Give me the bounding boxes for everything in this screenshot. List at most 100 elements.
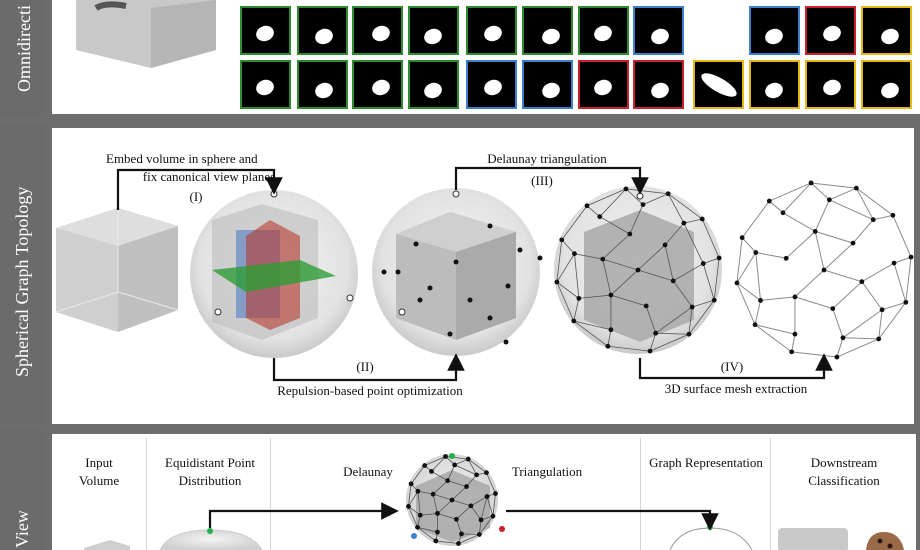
mesh-vertex (792, 294, 798, 300)
mesh-edge (437, 499, 453, 514)
mesh-vertex (449, 497, 455, 503)
mesh-edge (556, 281, 575, 322)
mesh-vertex (453, 259, 459, 265)
mesh-edge (408, 506, 421, 516)
projection-blob (648, 26, 672, 47)
mesh-edge (791, 334, 796, 352)
projection-blob (878, 80, 902, 101)
step-three-label: (III) (531, 173, 553, 188)
bottom-row-title: View (12, 510, 32, 548)
mesh-edge (769, 182, 812, 202)
mesh-edge (408, 491, 419, 507)
mesh-edge (811, 182, 857, 189)
mesh-edge (461, 533, 480, 535)
mesh-vertex (417, 512, 423, 518)
mesh-edge (667, 193, 685, 224)
mesh-edge (602, 259, 612, 296)
top-cube-illustration (76, 0, 216, 68)
mesh-edge (836, 338, 879, 358)
mesh-vertex (435, 511, 440, 516)
mesh-vertex (408, 481, 414, 487)
bottom-row-sidebar: View (0, 430, 46, 550)
mesh-edge (829, 199, 874, 221)
mesh-vertex (665, 191, 671, 197)
mesh-vertex (517, 247, 523, 253)
mesh-vertex (554, 279, 560, 285)
delaunay-heading: Delaunay (343, 464, 393, 479)
mesh-vertex (559, 237, 565, 243)
mesh-edge (782, 212, 816, 232)
mesh-edge (586, 205, 601, 217)
mesh-edge (842, 337, 879, 340)
mesh-vertex (484, 494, 490, 499)
mesh-vertex (840, 335, 846, 341)
mesh-edge (417, 526, 438, 533)
mesh-edge (855, 187, 874, 220)
mesh-edge (410, 465, 425, 485)
mesh-edge (736, 252, 757, 284)
mesh-vertex (780, 210, 786, 216)
mesh-edge (637, 244, 666, 271)
projection-thumbnail (693, 60, 744, 109)
mesh-vertex (879, 307, 885, 313)
mesh-vertex (429, 468, 434, 474)
mesh-vertex (476, 532, 482, 537)
mesh-edge (645, 305, 657, 334)
middle-row-panel: Embed volume in sphere and fix canonical… (52, 128, 914, 424)
spherical-topology-pipeline (55, 166, 914, 382)
mesh-vertex (447, 331, 453, 337)
mesh-vertex (812, 228, 818, 234)
mesh-vertex (766, 198, 772, 204)
mesh-edge (432, 493, 453, 501)
projection-blob (591, 23, 615, 44)
mesh-vertex (643, 303, 649, 309)
projection-blob (481, 77, 505, 98)
projection-thumbnail (408, 60, 459, 109)
mesh-vertex (734, 280, 740, 286)
mesh-edge (478, 519, 482, 535)
mesh-vertex (758, 298, 763, 303)
mesh-edge (420, 513, 438, 516)
mesh-edge (456, 505, 472, 520)
mesh-edge (486, 472, 496, 494)
mesh-edge (760, 296, 796, 301)
mesh-edge (893, 262, 907, 303)
projection-thumbnail (633, 6, 684, 55)
projection-blob (369, 23, 393, 44)
mesh-vertex (576, 295, 582, 301)
mesh-edge (467, 458, 477, 476)
mesh-vertex (662, 242, 668, 248)
mesh-edge (873, 214, 894, 221)
projection-blob (648, 80, 672, 101)
mesh-edge (755, 252, 762, 301)
mesh-vertex (487, 223, 493, 229)
mesh-vertex (422, 463, 428, 468)
projection-blob (762, 26, 786, 47)
mesh-vertex (478, 517, 484, 523)
mesh-vertex (753, 250, 759, 255)
projection-thumbnail (861, 60, 912, 109)
mesh-vertex (647, 348, 653, 354)
projection-thumbnail (805, 60, 856, 109)
mesh-edge (556, 281, 580, 299)
mesh-edge (791, 351, 837, 358)
mesh-edge (683, 222, 704, 264)
step-two-label: (II) (356, 359, 374, 374)
mesh-edge (741, 237, 757, 253)
projection-blob (820, 77, 844, 98)
mesh-edge (664, 222, 685, 246)
mesh-vertex (433, 538, 439, 544)
mesh-vertex (474, 472, 480, 478)
mesh-vertex (826, 197, 832, 203)
repulsion-optimization-label: Repulsion-based point optimization (277, 383, 463, 398)
triangulation-heading: Triangulation (511, 464, 583, 479)
projection-thumbnail (408, 6, 459, 55)
mesh-edge (417, 527, 437, 542)
mesh-edge (814, 231, 825, 271)
projection-thumbnail (352, 6, 403, 55)
mesh-edge (736, 282, 756, 325)
mesh-edge (861, 281, 883, 311)
mesh-vertex (406, 504, 411, 509)
top-row-panel (52, 0, 920, 114)
mesh-edge (431, 456, 446, 472)
